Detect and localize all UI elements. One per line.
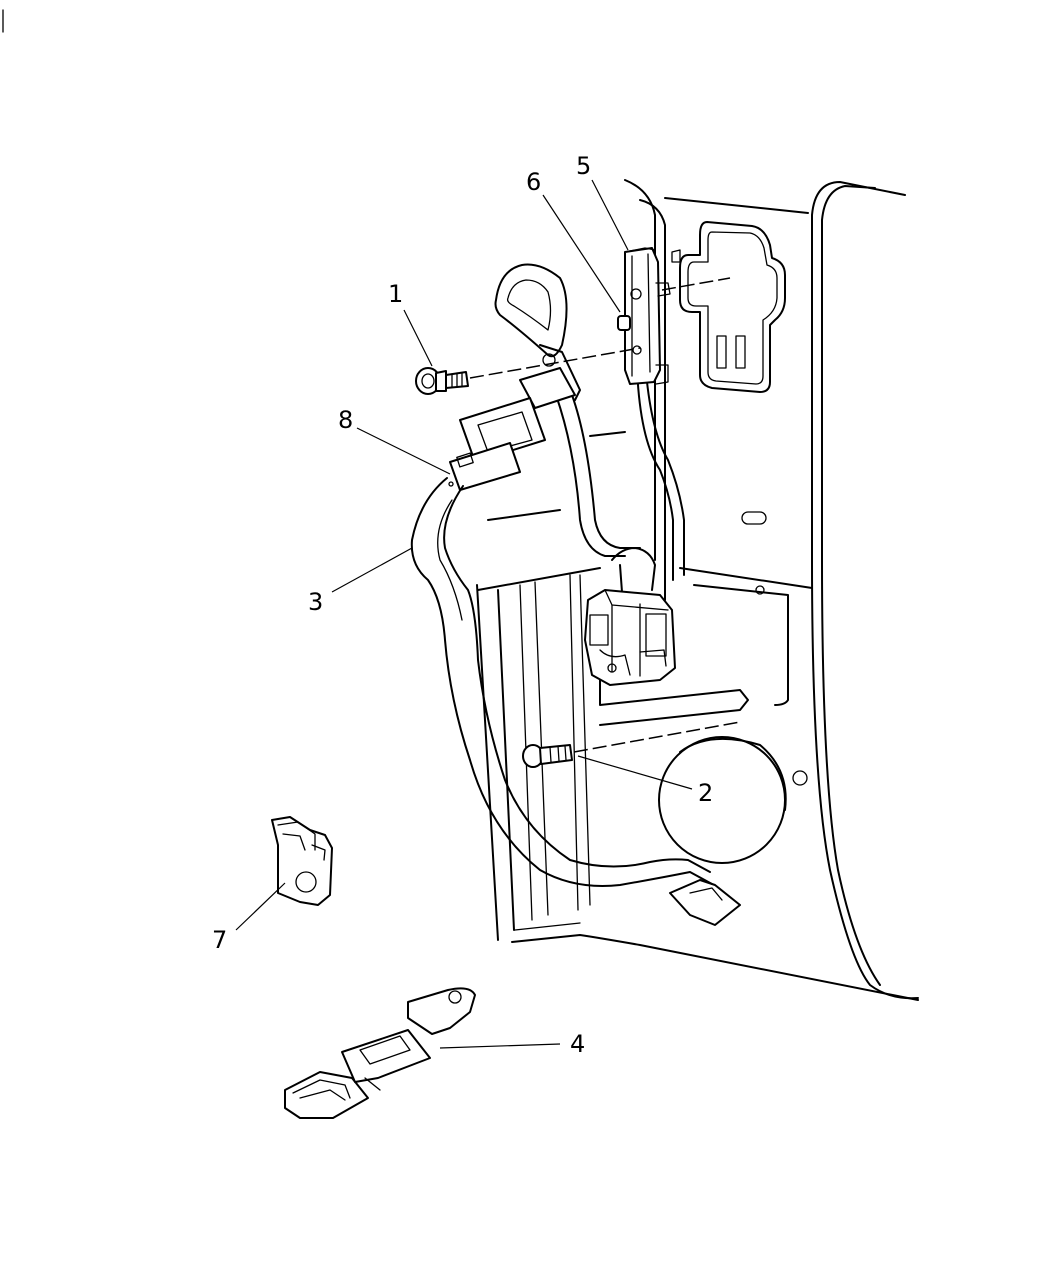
callout-1: 1 <box>388 280 403 308</box>
callout-2: 2 <box>698 779 713 807</box>
part-5-height-adjuster <box>617 247 671 385</box>
part-4-buckle <box>284 987 476 1119</box>
callout-4: 4 <box>570 1030 585 1058</box>
body-panel <box>476 179 919 1001</box>
retractor <box>584 589 676 686</box>
leader-lines <box>235 179 693 1049</box>
part-1-bolt <box>415 367 469 395</box>
part-3-seat-belt-assembly <box>410 263 713 887</box>
callout-7: 7 <box>212 926 227 954</box>
install-lines <box>469 277 741 753</box>
callout-labels: 1 2 3 4 5 6 7 8 <box>212 152 713 1058</box>
part-7-bracket <box>271 816 333 906</box>
callout-8: 8 <box>338 406 353 434</box>
callout-6: 6 <box>526 168 541 196</box>
callout-3: 3 <box>308 588 323 616</box>
callout-5: 5 <box>576 152 591 180</box>
part-2-bolt <box>522 744 573 768</box>
